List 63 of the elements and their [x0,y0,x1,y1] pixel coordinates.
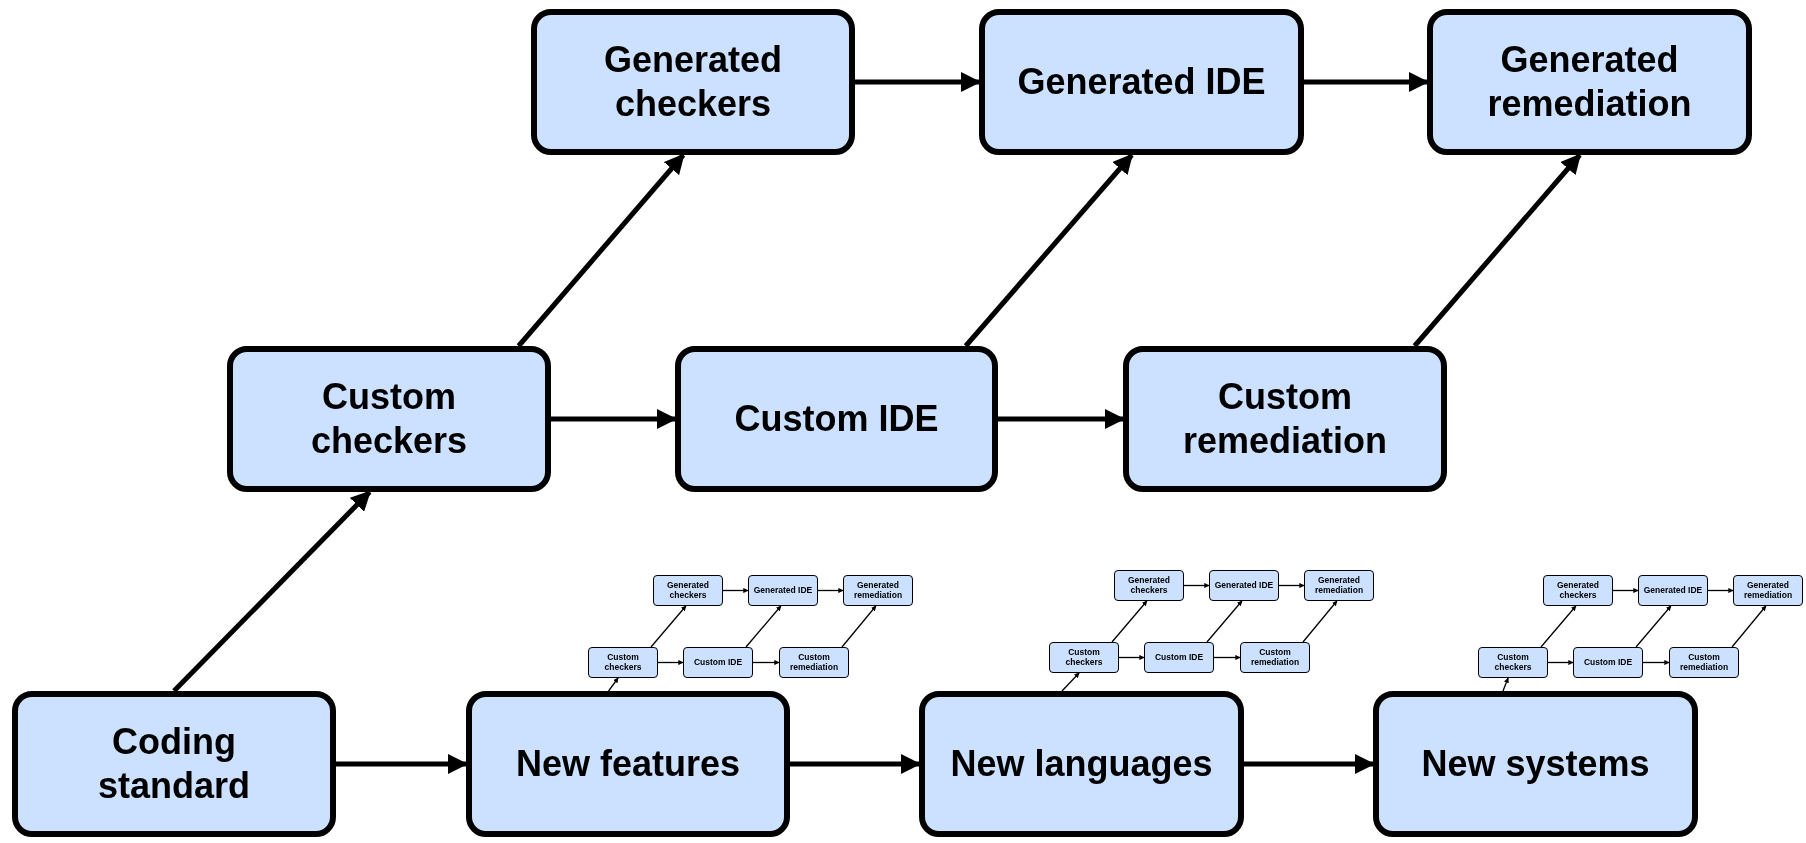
arrow [1118,654,1145,661]
arrow [1502,677,1509,692]
arrow [516,153,686,348]
process-box: Custom IDE [1573,647,1643,678]
process-box: Generated checkers [1114,570,1184,601]
process-box: Custom IDE [683,647,753,678]
process-box: Custom checkers [227,346,551,492]
arrow [1213,654,1241,661]
process-box: Custom checkers [1478,647,1548,678]
process-box: Generated remediation [1733,575,1803,606]
process-box: Generated checkers [531,9,855,155]
arrow [650,605,687,648]
arrow [752,659,780,666]
arrow [841,605,877,648]
arrow [551,409,677,429]
process-box: Generated IDE [1209,570,1279,601]
arrow [172,490,372,693]
arrow [1731,605,1767,648]
arrow [817,587,844,594]
arrow [1061,672,1080,692]
process-box: Generated IDE [748,575,818,606]
process-box: New systems [1373,691,1698,837]
arrow [722,587,749,594]
arrow [607,677,619,692]
arrow [1612,587,1639,594]
arrow [745,605,782,648]
process-box: Generated remediation [1304,570,1374,601]
process-box: New features [466,691,790,837]
process-box: Coding standard [12,691,336,837]
process-box: New languages [919,691,1244,837]
arrow [1206,600,1243,643]
arrow [1278,582,1305,589]
process-box: Custom IDE [1144,642,1214,673]
arrow [855,72,981,92]
arrow [1304,72,1429,92]
process-box: Custom checkers [1049,642,1119,673]
process-box: Generated checkers [653,575,723,606]
process-box: Custom IDE [675,346,998,492]
arrow [998,409,1125,429]
arrow [336,754,468,774]
process-box: Custom remediation [779,647,849,678]
arrow [1302,600,1338,643]
process-box: Generated IDE [1638,575,1708,606]
arrow [657,659,684,666]
arrow [1547,659,1574,666]
arrow [1111,600,1148,643]
arrow [1540,605,1577,648]
process-box: Generated IDE [979,9,1304,155]
arrow [1412,153,1582,348]
process-box: Generated remediation [1427,9,1752,155]
arrow [1642,659,1670,666]
arrow [963,153,1134,348]
arrow [790,754,921,774]
process-box: Custom checkers [588,647,658,678]
process-box: Custom remediation [1123,346,1447,492]
process-box: Custom remediation [1669,647,1739,678]
process-box: Custom remediation [1240,642,1310,673]
arrow [1707,587,1734,594]
process-box: Generated remediation [843,575,913,606]
arrow [1635,605,1672,648]
process-box: Generated checkers [1543,575,1613,606]
arrow [1244,754,1375,774]
arrow [1183,582,1210,589]
